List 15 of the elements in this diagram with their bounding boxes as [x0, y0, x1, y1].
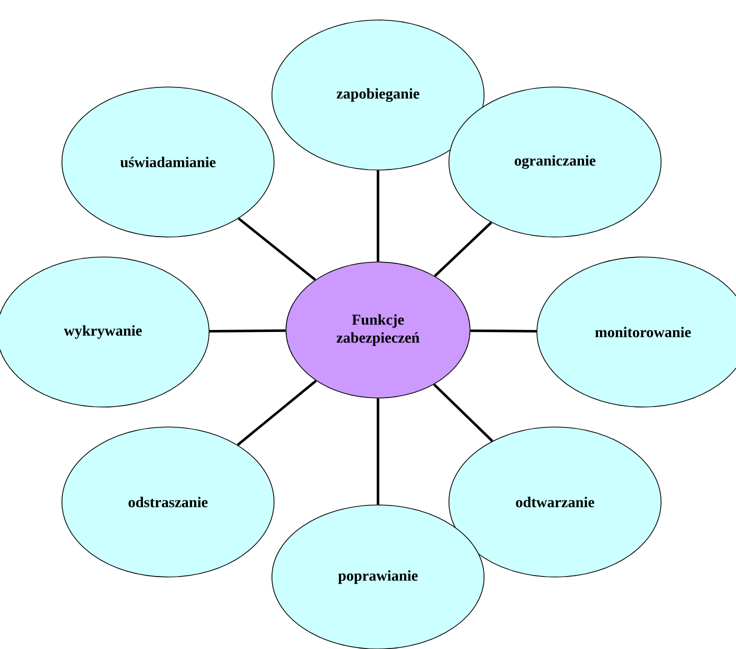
connector-line — [470, 329, 537, 332]
connector-line — [376, 398, 380, 505]
ellipse-node: uświadamianie — [62, 86, 274, 238]
ellipse-node: zapobieganie — [272, 20, 484, 170]
ellipse-node: odstraszanie — [62, 426, 274, 578]
ellipse-node: ograniczanie — [448, 86, 662, 238]
connector-line — [433, 384, 494, 442]
connector-line — [434, 222, 492, 277]
ellipse-node: odtwarzanie — [448, 426, 662, 578]
connector-line — [209, 329, 286, 332]
ellipse-node: poprawianie — [272, 504, 484, 649]
ellipse-node: monitorowanie — [536, 256, 736, 408]
connector-line — [376, 170, 380, 262]
connector-line — [238, 217, 316, 281]
connector-line — [236, 380, 317, 446]
